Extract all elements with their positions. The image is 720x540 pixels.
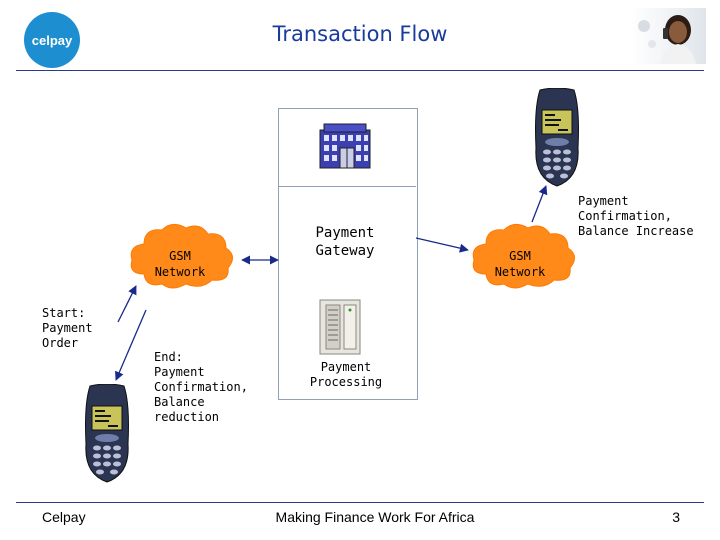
gateway-label: Payment Gateway — [315, 225, 375, 259]
arrow-gsm-left-to-phone — [115, 309, 147, 381]
footer-company: Celpay — [42, 509, 86, 525]
footer-tagline: Making Finance Work For Africa — [275, 509, 475, 525]
header-rule — [16, 70, 704, 71]
arrow-gsm-right-to-phone — [531, 185, 548, 223]
gsm-network-label-left: GSM Network — [154, 249, 206, 279]
header-photo — [630, 8, 706, 64]
mobile-phone-icon-left — [85, 384, 129, 483]
celpay-logo: celpay — [24, 12, 80, 68]
page-number: 3 — [672, 509, 680, 525]
gsm-network-label-right: GSM Network — [494, 249, 546, 279]
processing-label: Payment Processing — [309, 360, 383, 389]
arrow-gateway-to-gsm-right — [415, 237, 469, 253]
confirmation-right-label: Payment Confirmation, Balance Increase — [578, 194, 694, 238]
mobile-phone-icon-right — [535, 88, 579, 187]
gsm-network-cloud-right — [472, 224, 575, 289]
woman-phone-photo — [638, 15, 696, 64]
gateway-box-divider — [279, 186, 416, 187]
arrow-phone-to-gsm-left — [117, 285, 137, 323]
end-label: End: Payment Confirmation, Balance reduc… — [154, 350, 248, 424]
page-title: Transaction Flow — [272, 22, 448, 46]
logo-text: celpay — [31, 32, 73, 48]
footer-rule — [16, 502, 704, 503]
gsm-network-cloud-left — [130, 224, 233, 289]
bank-building-icon — [319, 123, 371, 169]
start-label: Start: Payment Order — [42, 306, 93, 350]
server-icon — [319, 299, 361, 355]
